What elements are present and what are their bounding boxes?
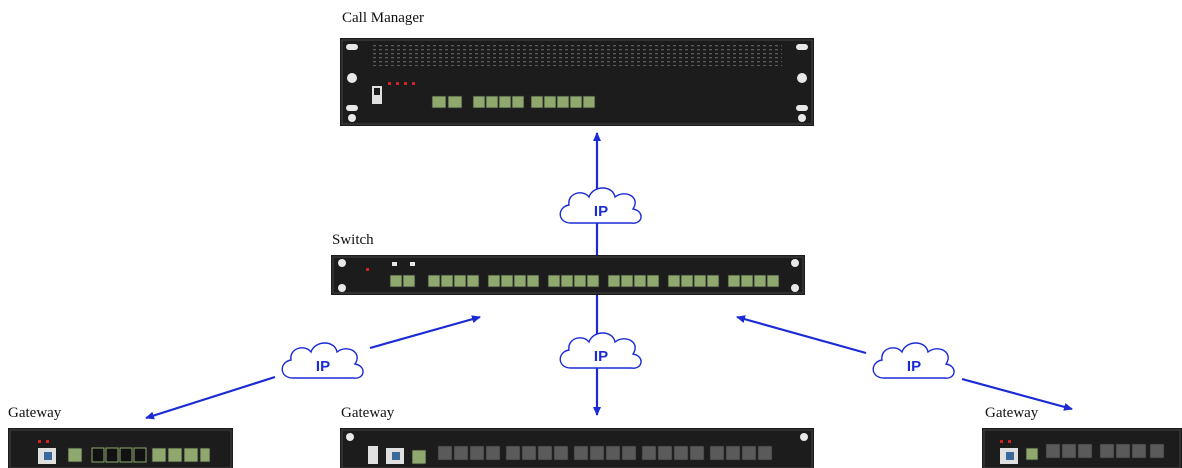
gateway-center-label: Gateway (341, 405, 395, 421)
switch-device (331, 255, 805, 295)
ip-cloud-top: IP (559, 187, 642, 224)
gateway-left-device (8, 428, 233, 468)
ip-cloud-center: IP (559, 332, 642, 369)
ip-label: IP (316, 358, 330, 375)
link-gateway-left-switch (145, 315, 481, 420)
link-gateway-right-switch (736, 315, 1073, 411)
ip-cloud-right: IP (872, 342, 955, 379)
call-manager-label: Call Manager (342, 10, 425, 26)
ip-cloud-left: IP (281, 342, 364, 379)
ip-label: IP (907, 358, 921, 375)
gateway-left-label: Gateway (8, 405, 62, 421)
gateway-right-label: Gateway (985, 405, 1039, 421)
call-manager-device (340, 38, 814, 126)
ip-label: IP (594, 203, 608, 220)
gateway-center-device (340, 428, 814, 468)
ip-label: IP (594, 348, 608, 365)
gateway-right-device (982, 428, 1182, 468)
switch-label: Switch (332, 232, 374, 248)
